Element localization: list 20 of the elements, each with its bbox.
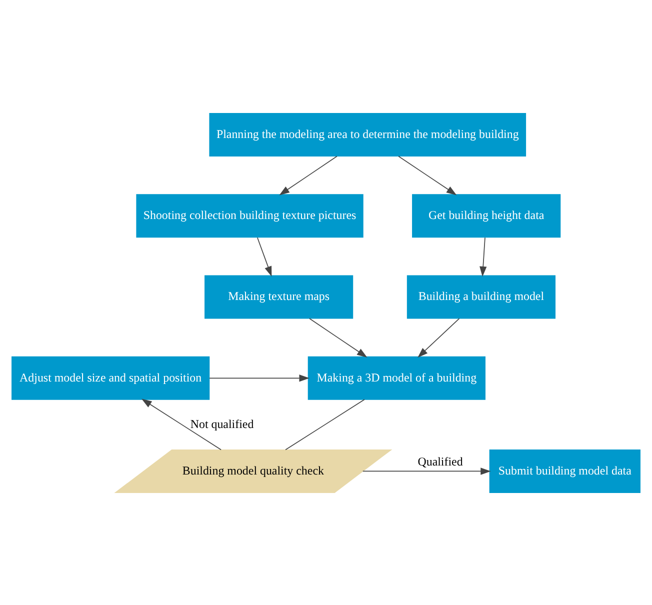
- arrow: [480, 236, 487, 276]
- arrow: [279, 155, 338, 195]
- edge-label: Not qualified: [190, 416, 254, 430]
- node-box: Shooting collection building texture pictures: [136, 194, 364, 238]
- node-box: Planning the modeling area to determine the modeling building: [209, 112, 526, 156]
- arrow: [362, 467, 491, 474]
- arrow: [309, 318, 368, 357]
- arrow: [418, 318, 460, 358]
- arrow: [209, 374, 310, 382]
- connector: [285, 398, 365, 450]
- arrow: [142, 398, 222, 450]
- node-box: Get building height data: [412, 194, 561, 238]
- arrow: [398, 155, 457, 195]
- node-box: Making texture maps: [204, 274, 354, 318]
- edge-label: Qualified: [418, 454, 463, 468]
- node-box: Making a 3D model of a building: [308, 356, 486, 400]
- node-box: Building a building model: [406, 274, 556, 318]
- arrow: [256, 236, 272, 276]
- node-box: Adjust model size and spatial position: [12, 356, 210, 400]
- node-box: Submit building model data: [489, 448, 640, 493]
